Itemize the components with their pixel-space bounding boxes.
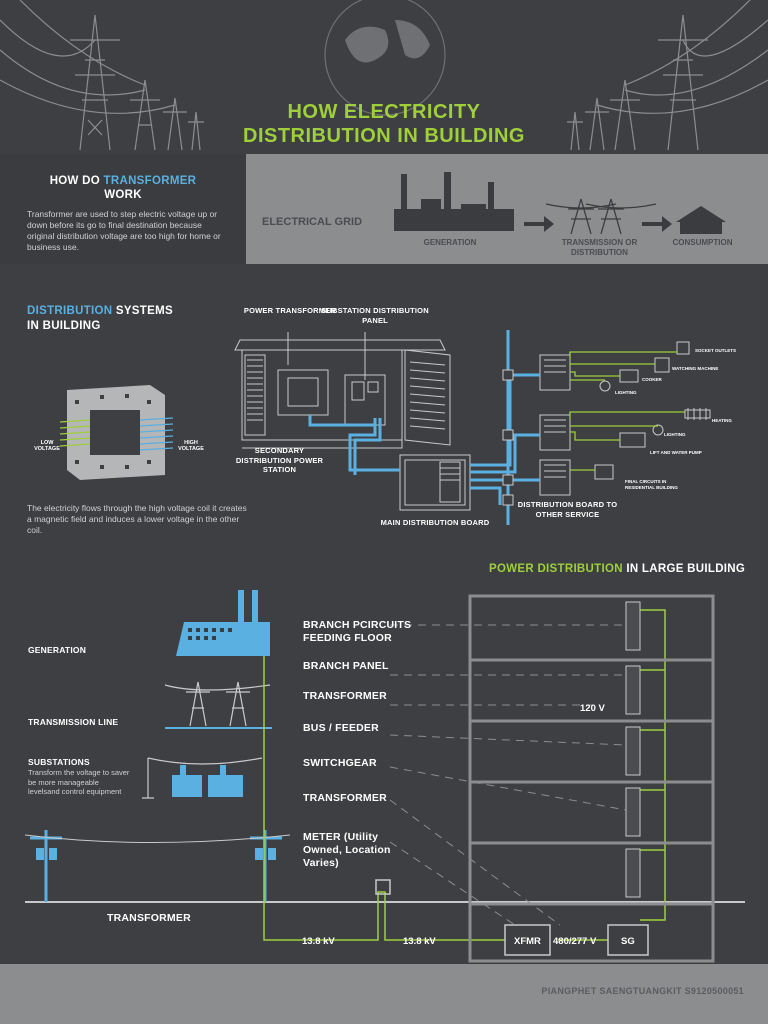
high-voltage-label: HIGH VOLTAGE [178,440,204,452]
power-transformer-label: POWER TRANSFORMER [243,306,337,315]
callout-branch-panel: BRANCH PANEL [303,660,389,672]
kv-label-2: 13.8 kV [403,936,436,947]
substations-label: SUBSTATIONS [28,757,90,767]
consumption-label: CONSUMPTION [672,238,733,247]
lighting-label-2: LIGHTING [664,432,686,437]
building-outline [468,594,715,963]
substations-description: Transform the voltage to saver be more m… [28,768,130,796]
voltage-480-label: 480/277 V [553,936,597,947]
title-line-2: DISTRIBUTION IN BUILDING [243,125,525,147]
grid-label: ELECTRICAL GRID [262,216,363,228]
kv-label-1: 13.8 kV [302,936,335,947]
house-icon [676,206,726,234]
voltage-120-label: 120 V [580,703,605,714]
main-board-label: MAIN DISTRIBUTION BOARD [380,518,490,527]
power-distribution-heading: POWER DISTRIBUTION IN LARGE BUILDING [489,563,746,575]
socket-outlets-label: SOCKET OUTLETS [695,348,737,353]
transformer-bottom-label: TRANSFORMER [107,912,191,924]
generation-stage-label: GENERATION [28,645,87,655]
transmission-line-label: TRANSMISSION LINE [28,717,119,727]
xfmr-label: XFMR [514,936,541,947]
transformer-body: Transformer are used to step electric vo… [27,209,221,252]
arrow-icon [642,216,672,232]
callout-branch-circuits: BRANCH PCIRCUITS FEEDING FLOOR [303,619,412,644]
title-line-1: HOW ELECTRICITY [287,101,481,123]
callout-transformer-1: TRANSFORMER [303,690,387,702]
secondary-station-label: SECONDARY DISTRIBUTION POWER STATION [235,446,324,474]
header-illustration [0,0,768,151]
callout-bus-feeder: BUS / FEEDER [303,722,379,734]
washing-machine-label: WATCHING MACHINE [672,366,719,371]
footer-band: PIANGPHET SAENGTUANGKIT S9120500051 [0,964,768,1024]
board-other-label: DISTRIBUTION BOARD TO OTHER SERVICE [517,500,618,519]
generation-label: GENERATION [423,238,477,247]
sg-label: SG [621,936,635,947]
substation-panel-label: SUBSTATION DISTRIBUTION PANEL [321,306,429,325]
distribution-heading: DISTRIBUTION SYSTEMS IN BUILDING [27,305,173,332]
arrow-icon [524,216,554,232]
transmission-tower-icon [545,198,657,235]
grid-illustration [394,172,726,235]
transformer-heading: HOW DO TRANSFORMER WORK [49,175,197,201]
transformer-info-box: HOW DO TRANSFORMER WORK Transformer are … [0,154,246,264]
utility-pole-icon [30,830,282,902]
distribution-schematic [234,330,711,525]
author-credit: PIANGPHET SAENGTUANGKIT S9120500051 [541,986,744,996]
coil-description: The electricity flows through the high v… [27,503,247,535]
lift-pump-label: LIFT AND WATER PUMP [650,450,702,455]
callout-meter: METER (Utility Owned, Location Varies) [303,831,391,869]
factory-icon [394,172,514,231]
callout-switchgear: SWITCHGEAR [303,757,377,769]
lighting-label-1: LIGHTING [615,390,637,395]
final-circuits-label: FINAL CIRCUITS IN RESIDENTIAL BUILDING [625,479,678,490]
page-title: HOW ELECTRICITY DISTRIBUTION IN BUILDING [0,100,768,148]
substation-icon [172,765,243,797]
transformer-core-diagram [59,385,174,480]
heating-label: HEATING [712,418,732,423]
low-voltage-label: LOW VOLTAGE [34,440,60,452]
power-distribution-diagram [24,590,745,963]
globe-icon [324,0,446,116]
cooker-label: COOKER [642,377,662,382]
transmission-label: TRANSMISSION OR DISTRIBUTION [561,238,638,257]
power-plant-icon [176,590,270,656]
callout-transformer-2: TRANSFORMER [303,792,387,804]
